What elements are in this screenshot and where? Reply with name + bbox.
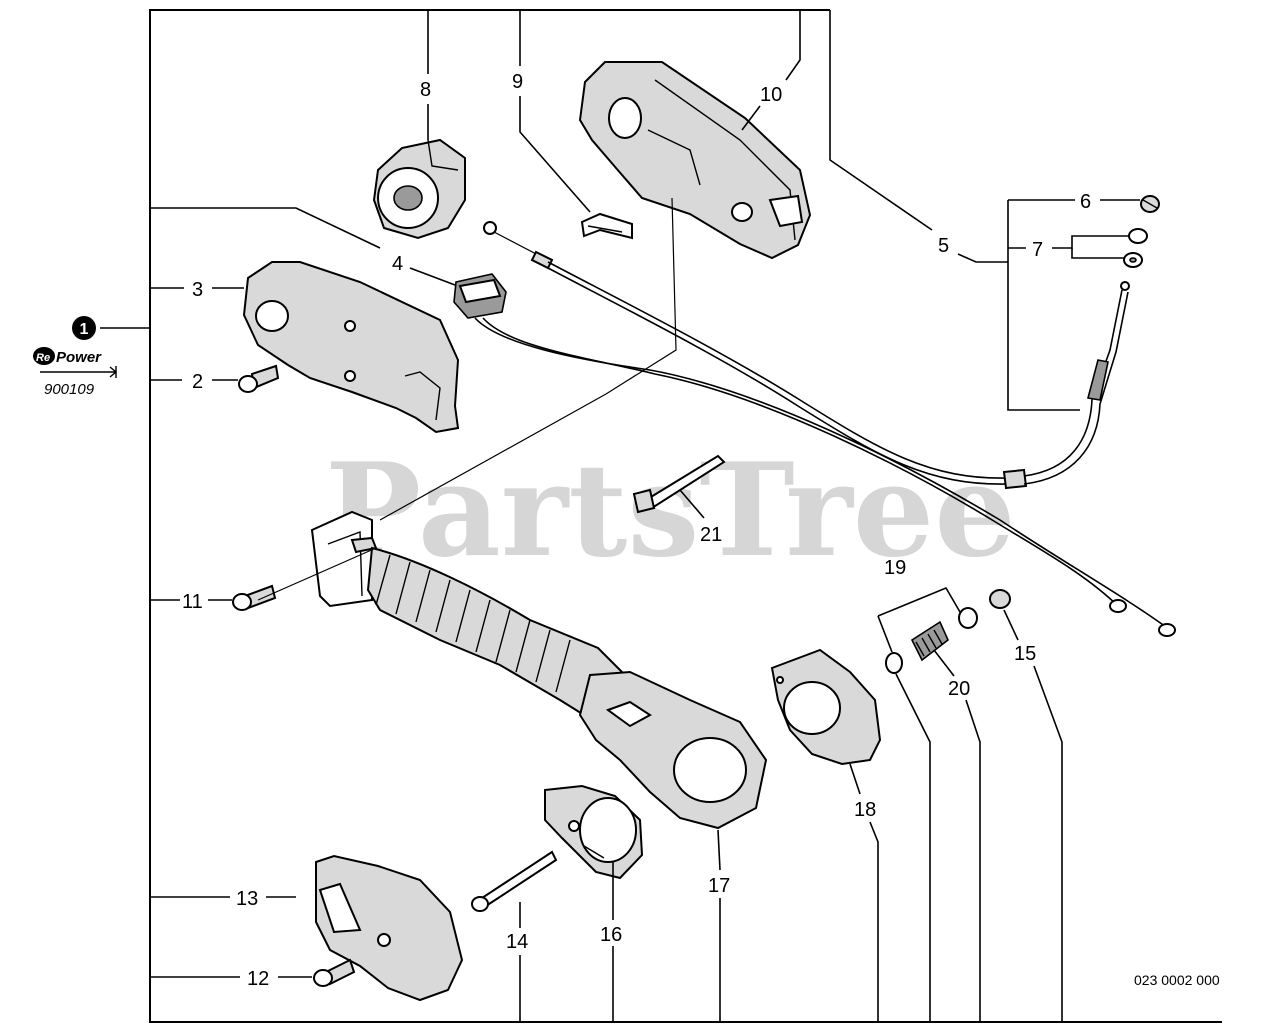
part-2-screw[interactable] <box>238 364 280 393</box>
callout-3[interactable]: 3 <box>192 279 203 301</box>
callout-11[interactable]: 11 <box>182 591 203 613</box>
diagram-code: 023 0002 000 <box>1134 972 1220 988</box>
logo-power: Power <box>56 349 102 366</box>
badge-part-number: 900109 <box>44 381 95 398</box>
callout-18[interactable]: 18 <box>854 799 876 821</box>
callout-20[interactable]: 20 <box>948 678 970 700</box>
watermark: PartsTree <box>325 436 1016 586</box>
part-13-grip-cover[interactable] <box>315 854 464 1002</box>
callout-labels: 2 3 4 5 6 7 8 9 10 11 12 13 14 15 16 17 … <box>182 71 1091 990</box>
part-11-screw[interactable] <box>232 584 277 611</box>
part-17-handle-grip[interactable] <box>310 510 768 830</box>
callout-12[interactable]: 12 <box>247 968 269 990</box>
part-8-throttle-pulley[interactable] <box>372 138 466 240</box>
callout-17[interactable]: 17 <box>708 875 730 897</box>
callout-16[interactable]: 16 <box>600 924 622 946</box>
logo-arrow <box>40 366 118 378</box>
callout-19[interactable]: 19 <box>884 557 906 579</box>
callout-13[interactable]: 13 <box>236 888 258 910</box>
callout-21[interactable]: 21 <box>700 524 722 546</box>
repower-badge[interactable]: 1 Re Power 900109 <box>33 316 118 398</box>
repower-logo: Re Power <box>33 347 118 378</box>
badge-circle <box>72 316 96 340</box>
callout-5[interactable]: 5 <box>938 235 949 257</box>
callout-10[interactable]: 10 <box>760 84 782 106</box>
part-5-throttle-cable[interactable] <box>483 221 1130 490</box>
part-15-bushing[interactable] <box>989 589 1011 609</box>
logo-re: Re <box>36 352 50 364</box>
part-20-spring[interactable] <box>910 620 949 662</box>
part-10-handle-housing[interactable] <box>578 61 812 260</box>
part-9-spring-clip[interactable] <box>580 212 633 240</box>
callout-4[interactable]: 4 <box>392 253 403 275</box>
leader-lines <box>100 10 1140 1022</box>
callout-15[interactable]: 15 <box>1014 643 1036 665</box>
callout-6[interactable]: 6 <box>1080 191 1091 213</box>
callout-2[interactable]: 2 <box>192 371 203 393</box>
callout-7[interactable]: 7 <box>1032 239 1043 261</box>
callout-9[interactable]: 9 <box>512 71 523 93</box>
diagram-frame <box>149 9 1222 1023</box>
part-4-stop-switch-and-wire[interactable] <box>453 273 1176 637</box>
part-14-pin[interactable] <box>471 850 558 912</box>
part-18-throttle-lever[interactable] <box>770 648 882 766</box>
badge-number: 1 <box>80 321 89 338</box>
part-21-cable-tie[interactable] <box>632 454 726 514</box>
part-6-nut[interactable] <box>1140 195 1160 213</box>
part-16-lockout-lever[interactable] <box>544 784 644 880</box>
part-7-washers[interactable] <box>1123 228 1148 268</box>
part-3-handle-cover[interactable] <box>242 261 460 434</box>
part-12-screw[interactable] <box>313 958 356 987</box>
callout-8[interactable]: 8 <box>420 79 431 101</box>
callout-14[interactable]: 14 <box>506 931 528 953</box>
part-19-spacers[interactable] <box>885 607 978 674</box>
